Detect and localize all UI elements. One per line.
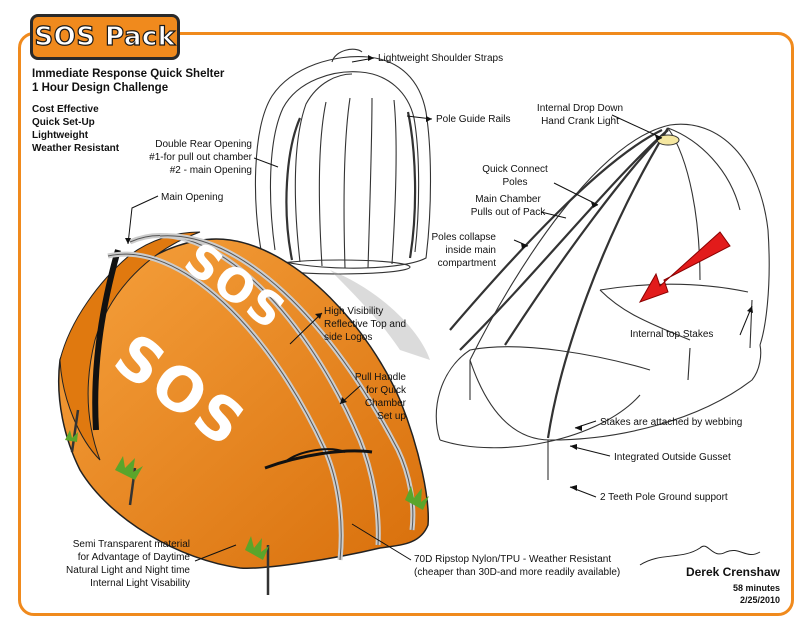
callout-semi-2: for Advantage of Daytime — [77, 552, 190, 563]
crank-light-icon — [656, 134, 680, 146]
red-arrow-icon — [638, 231, 731, 303]
subtitle-line2: 1 Hour Design Challenge — [32, 82, 169, 94]
design-duration: 58 minutes — [732, 583, 780, 593]
signature-scribble — [639, 545, 761, 566]
design-date: 2/25/2010 — [739, 595, 780, 605]
callout-quick-connect-2: Poles — [502, 177, 528, 188]
callout-quick-connect-1: Quick Connect — [482, 164, 548, 175]
callout-outside-gusset: Integrated Outside Gusset — [614, 452, 731, 463]
callout-pole-guide-rails: Pole Guide Rails — [436, 114, 511, 125]
leader-lines — [127, 57, 753, 562]
title-badge: SOS Pack — [30, 14, 180, 60]
feature-weather: Weather Resistant — [32, 143, 120, 154]
callout-semi-1: Semi Transparent material — [72, 539, 190, 550]
feature-cost: Cost Effective — [32, 104, 99, 115]
callout-pull-handle-1: Pull Handle — [354, 372, 406, 383]
orange-tent — [57, 231, 430, 595]
designer-name: Derek Crenshaw — [685, 565, 780, 579]
feature-weight: Lightweight — [32, 130, 89, 141]
callout-semi-3: Natural Light and Night time — [66, 565, 190, 576]
callout-double-rear-2: #1-for pull out chamber — [149, 152, 252, 163]
backpack-sketch — [254, 48, 432, 275]
feature-setup: Quick Set-Up — [32, 117, 95, 128]
callout-pull-handle-3: Chamber — [364, 398, 406, 409]
callout-double-rear-1: Double Rear Opening — [155, 139, 252, 150]
callout-pull-handle-4: Set up — [377, 411, 406, 422]
callout-main-opening: Main Opening — [161, 192, 224, 203]
callout-ripstop-2: (cheaper than 30D-and more readily avail… — [414, 567, 621, 578]
callout-poles-collapse-1: Poles collapse — [431, 232, 496, 243]
callout-pole-ground: 2 Teeth Pole Ground support — [600, 492, 728, 503]
callout-internal-stakes: Internal top Stakes — [630, 329, 714, 340]
callout-poles-collapse-2: inside main — [445, 245, 496, 256]
callout-high-vis-1: High Visibility — [324, 306, 384, 317]
orange-border-frame — [18, 32, 794, 616]
callout-pull-handle-2: for Quick — [365, 385, 406, 396]
callout-ripstop-1: 70D Ripstop Nylon/TPU - Weather Resistan… — [414, 554, 612, 565]
callout-high-vis-3: side Logos — [324, 332, 373, 343]
callout-stakes-webbing: Stakes are attached by webbing — [600, 417, 743, 428]
page-title: SOS Pack — [34, 21, 176, 52]
subtitle-line1: Immediate Response Quick Shelter — [32, 68, 225, 80]
callout-shoulder-straps: Lightweight Shoulder Straps — [378, 53, 504, 64]
callout-double-rear-3: #2 - main Opening — [169, 165, 252, 176]
callout-high-vis-2: Reflective Top and — [324, 319, 407, 330]
callout-internal-light-2: Hand Crank Light — [541, 116, 619, 127]
callout-poles-collapse-3: compartment — [437, 258, 496, 269]
leader-arrowheads — [125, 55, 753, 491]
callout-internal-light-1: Internal Drop Down — [536, 103, 624, 114]
callout-semi-4: Internal Light Visability — [90, 578, 190, 589]
callout-main-chamber-2: Pulls out of Pack — [470, 207, 546, 218]
callout-main-chamber-1: Main Chamber — [475, 194, 541, 205]
